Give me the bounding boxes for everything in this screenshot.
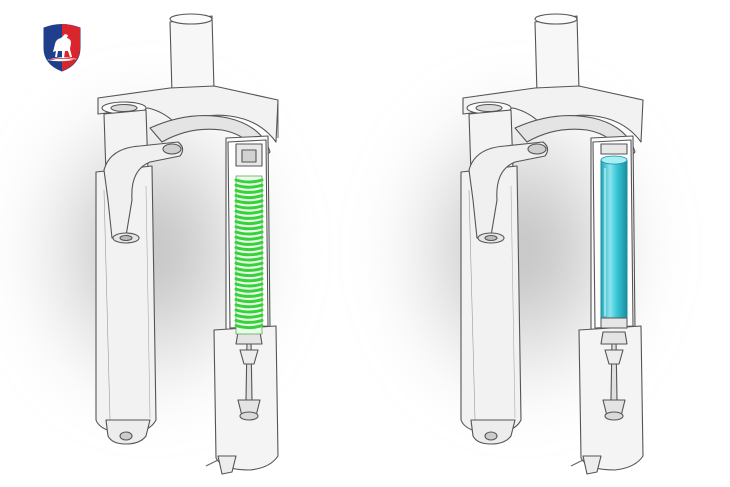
spring-coil-turn [234,199,264,205]
spring-fork-illustration [95,13,279,475]
spring-coil-turn [234,318,264,324]
spring-coil-turn [234,246,264,252]
horse-shield-logo [43,24,81,72]
spring-coil-turn [234,298,264,304]
spring-coil-turn [234,188,264,194]
air-cartridge [600,155,628,329]
spring-coil-turn [234,235,264,241]
spring-coil-turn [234,303,264,309]
spring-coil-turn [234,240,264,246]
spring-coil-turn [234,183,264,189]
spring-coil-turn [234,209,264,215]
spring-coil-turn [234,266,264,272]
spring-coil-turn [234,272,264,278]
spring-coil-turn [234,194,264,200]
spring-coil-turn [234,251,264,257]
spring-coil-turn [234,308,264,314]
spring-coil-turn [234,282,264,288]
air-fork-illustration [460,13,644,475]
spring-coil-turn [234,324,264,330]
spring-coil-turn [234,214,264,220]
spring-coil-turn [234,256,264,262]
spring-coil-turn [234,277,264,283]
spring-coil-turn [234,178,264,184]
spring-coil-turn [234,292,264,298]
spring-coil-turn [234,230,264,236]
spring-coil-turn [234,225,264,231]
spring-coil-turn [234,204,264,210]
spring-coil-turn [234,287,264,293]
spring-coil-turn [234,220,264,226]
spring-coil-turn [234,261,264,267]
spring-coil-turn [234,313,264,319]
